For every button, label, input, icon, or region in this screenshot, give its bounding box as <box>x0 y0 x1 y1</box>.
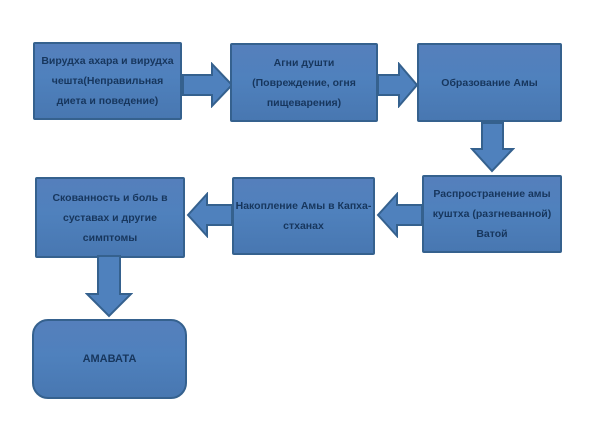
node-amavata: АМАВАТА <box>32 319 187 399</box>
node-ama-accumulation: Накопление Амы в Капха- стханах <box>232 177 375 255</box>
arrow-left-icon <box>186 192 233 238</box>
arrow-down-icon <box>85 255 133 318</box>
node-ama-spread: Распространение амы куштха (разгневанной… <box>422 175 562 253</box>
arrow-left-icon <box>376 192 423 238</box>
node-virudha-ahara: Вирудха ахара и вирудха чешта(Неправильн… <box>33 42 182 120</box>
arrow-down-icon <box>470 122 515 173</box>
node-agni-dushti: Агни душти (Повреждение, огня пищеварени… <box>230 43 378 122</box>
node-ama-formation: Образование Амы <box>417 43 562 122</box>
arrow-right-icon <box>377 62 419 108</box>
node-symptoms: Скованность и боль в суставах и другие с… <box>35 177 185 258</box>
arrow-right-icon <box>182 62 234 108</box>
